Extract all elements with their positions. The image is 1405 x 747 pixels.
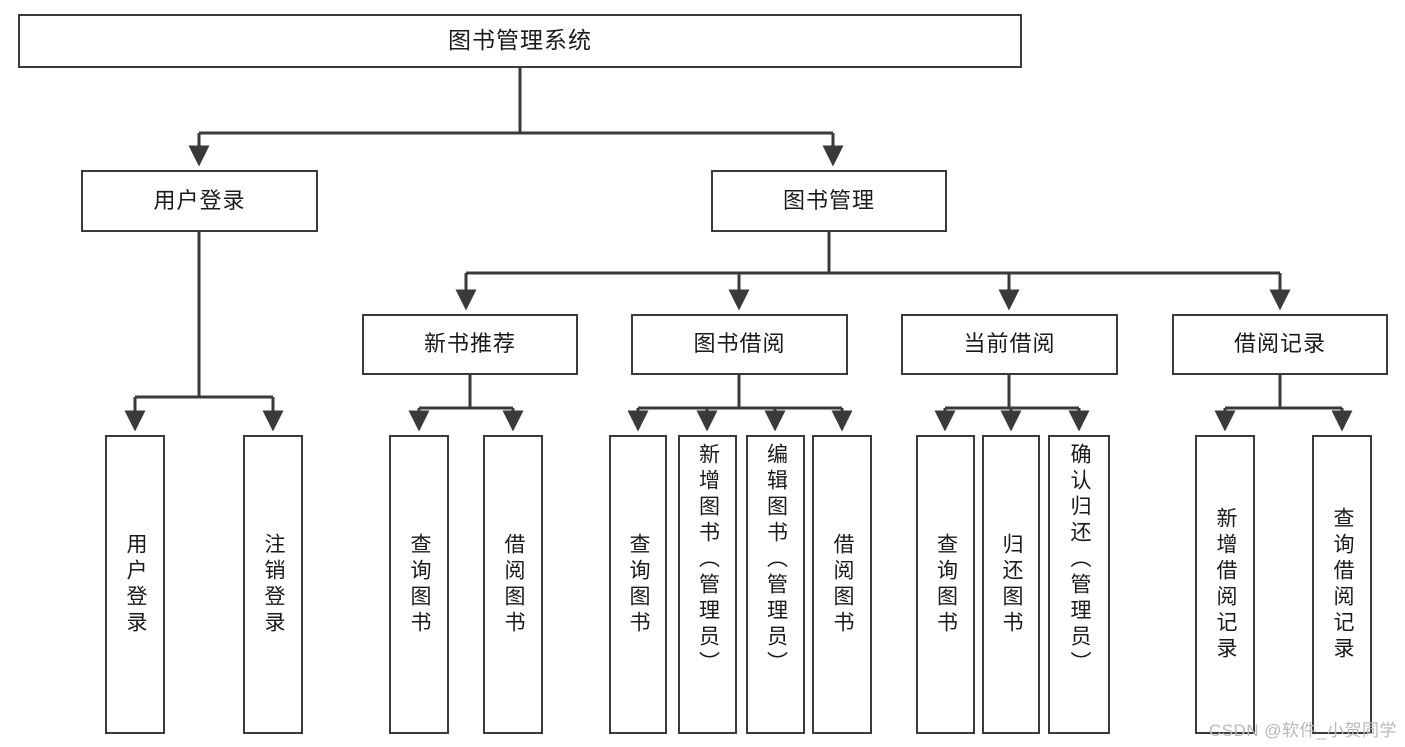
leaf-label: 查询借阅记录: [1331, 506, 1355, 663]
leaf-label: 用户登录: [124, 532, 148, 637]
node-label: 借阅记录: [1233, 331, 1326, 357]
leaf-book-borrow-edit-book-admin[interactable]: 编辑图书（管理员）: [746, 435, 805, 734]
leaf-borrow-record-query-record[interactable]: 查询借阅记录: [1312, 435, 1372, 734]
node-label: 当前借阅: [963, 331, 1056, 357]
leaf-label: 确认归还（管理员）: [1068, 443, 1092, 677]
leaf-current-borrow-return-book[interactable]: 归还图书: [982, 435, 1040, 734]
leaf-label: 借阅图书: [831, 532, 855, 637]
node-root-book-management-system[interactable]: 图书管理系统: [18, 14, 1022, 68]
leaf-label: 查询图书: [408, 532, 432, 637]
leaf-label: 编辑图书（管理员）: [764, 443, 788, 677]
leaf-user-login-logout[interactable]: 注销登录: [243, 435, 303, 734]
leaf-borrow-record-add-record[interactable]: 新增借阅记录: [1195, 435, 1255, 734]
node-label: 新书推荐: [423, 331, 516, 357]
leaf-current-borrow-confirm-return-admin[interactable]: 确认归还（管理员）: [1048, 435, 1110, 734]
node-new-book-recommend[interactable]: 新书推荐: [362, 314, 578, 375]
node-label: 图书管理: [782, 187, 875, 213]
leaf-label: 注销登录: [262, 532, 286, 637]
node-user-login[interactable]: 用户登录: [81, 170, 318, 232]
node-current-borrow[interactable]: 当前借阅: [901, 314, 1118, 375]
node-borrow-record[interactable]: 借阅记录: [1172, 314, 1388, 375]
leaf-current-borrow-query-book[interactable]: 查询图书: [916, 435, 975, 734]
leaf-label: 查询图书: [627, 532, 651, 637]
leaf-user-login-login[interactable]: 用户登录: [105, 435, 165, 734]
leaf-label: 归还图书: [1000, 532, 1024, 637]
node-book-management[interactable]: 图书管理: [711, 170, 947, 232]
leaf-label: 查询图书: [934, 532, 958, 637]
leaf-book-borrow-borrow-book[interactable]: 借阅图书: [812, 435, 872, 734]
node-label: 图书管理系统: [448, 27, 592, 54]
leaf-label: 新增图书（管理员）: [696, 443, 720, 677]
leaf-book-borrow-add-book-admin[interactable]: 新增图书（管理员）: [678, 435, 737, 734]
watermark-text: CSDN @软件_小贺同学: [1208, 721, 1397, 740]
leaf-label: 新增借阅记录: [1214, 506, 1238, 663]
node-label: 图书借阅: [693, 331, 786, 357]
node-label: 用户登录: [153, 187, 246, 213]
leaf-new-book-borrow-book[interactable]: 借阅图书: [483, 435, 543, 734]
leaf-new-book-query-book[interactable]: 查询图书: [389, 435, 449, 734]
node-book-borrow[interactable]: 图书借阅: [631, 314, 848, 375]
leaf-book-borrow-query-book[interactable]: 查询图书: [609, 435, 667, 734]
leaf-label: 借阅图书: [502, 532, 526, 637]
